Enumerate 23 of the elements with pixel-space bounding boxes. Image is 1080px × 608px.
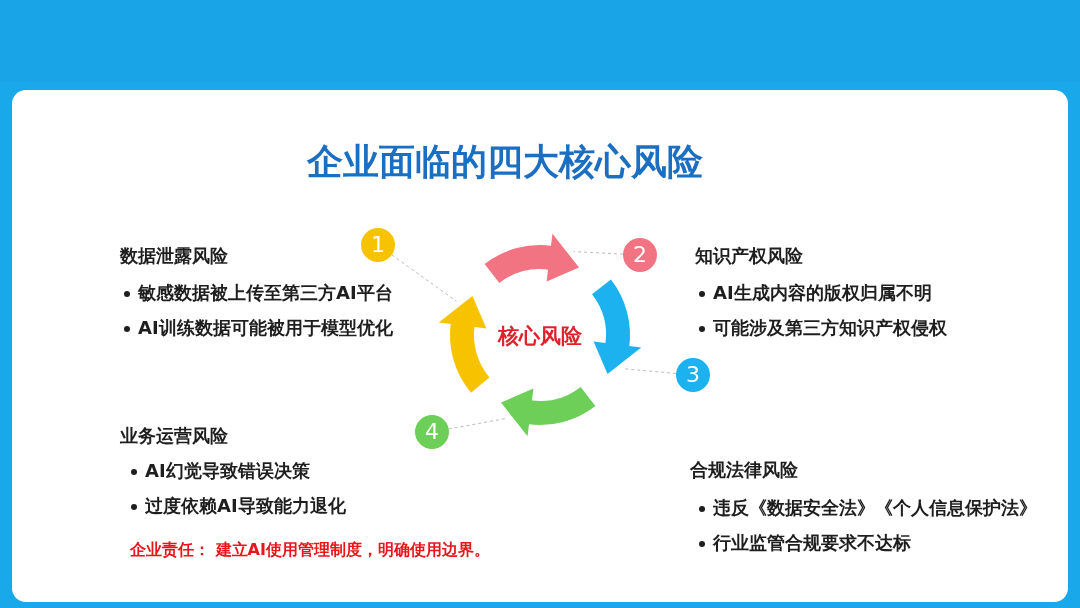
bullet-item: 过度依赖AI导致能力退化 [145,494,346,518]
bullet-item: 行业监管合规要求不达标 [713,531,911,555]
leader-line [622,368,677,374]
section-heading: 知识产权风险 [695,244,803,268]
section-heading: 合规法律风险 [690,458,798,482]
leader-line [391,254,458,302]
leader-line [573,251,624,255]
curved-arrow [501,386,595,437]
section-heading: 数据泄露风险 [120,244,228,268]
section-heading: 业务运营风险 [120,424,228,448]
curved-arrow [591,280,642,374]
curved-arrow [485,233,579,284]
bullet-item: AI幻觉导致错误决策 [145,459,310,483]
bullet-item: AI生成内容的版权归属不明 [713,281,932,305]
center-label: 核心风险 [490,322,590,350]
note-text: 企业责任： 建立AI使用管理制度，明确使用边界。 [130,540,490,561]
bullet-item: AI训练数据可能被用于模型优化 [138,316,393,340]
bullet-item: 敏感数据被上传至第三方AI平台 [138,281,393,305]
title: 企业面临的四大核心风险 [306,140,704,184]
bullet-item: 可能涉及第三方知识产权侵权 [713,316,947,340]
leader-line [448,417,507,430]
curved-arrow [438,296,490,393]
bullet-item: 违反《数据安全法》《个人信息保护法》 [713,496,1037,520]
